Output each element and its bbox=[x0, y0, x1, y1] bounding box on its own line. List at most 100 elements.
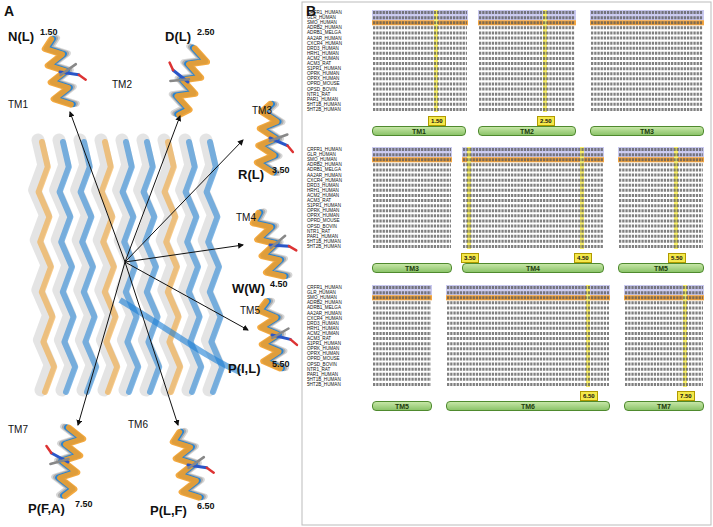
protein-name: S1PR1_HUMAN bbox=[307, 341, 341, 346]
sequence-residues bbox=[373, 103, 467, 106]
protein-name: S1PR1_HUMAN bbox=[307, 66, 341, 71]
position-tag: 2.50 bbox=[537, 116, 555, 126]
sequence-residues bbox=[479, 21, 575, 24]
protein-name: DRD3_HUMAN bbox=[307, 46, 339, 51]
sequence-residues bbox=[373, 373, 431, 376]
protein-name: OPRK_HUMAN bbox=[307, 71, 339, 76]
sequence-residues bbox=[373, 342, 431, 345]
sequence-residues bbox=[463, 194, 603, 197]
residue-label: P(L,F) bbox=[150, 504, 187, 517]
helix-label: TM4 bbox=[236, 213, 256, 223]
residue-label: P(I,L) bbox=[228, 362, 261, 375]
sequence-residues bbox=[463, 148, 603, 151]
sequence-residues bbox=[591, 57, 703, 60]
protein-name: ACM2_HUMAN bbox=[307, 193, 339, 198]
residue-stick bbox=[290, 339, 297, 346]
helix-label: TM7 bbox=[657, 403, 671, 410]
residue-stick bbox=[50, 456, 68, 467]
sequence-residues bbox=[619, 179, 703, 182]
sequence-residues bbox=[591, 88, 703, 91]
sequence-residues bbox=[373, 31, 467, 34]
residue-stick bbox=[59, 64, 77, 75]
sequence-residues bbox=[373, 88, 467, 91]
sequence-residues bbox=[619, 209, 703, 212]
sequence-residues bbox=[625, 317, 703, 320]
protein-name: 5HT2B_HUMAN bbox=[307, 107, 341, 112]
protein-name: NTR1_RAT bbox=[307, 367, 330, 372]
pointer-arrow bbox=[125, 245, 243, 262]
sequence-residues bbox=[373, 42, 467, 45]
sequence-residues bbox=[373, 286, 431, 289]
protein-name: PAR1_HUMAN bbox=[307, 234, 338, 239]
sequence-residues bbox=[373, 204, 451, 207]
sequence-residues bbox=[373, 322, 431, 325]
protein-name: SMO_HUMAN bbox=[307, 20, 337, 25]
drawing-part bbox=[57, 428, 85, 498]
sequence-residues bbox=[373, 296, 431, 299]
protein-name: NTR1_RAT bbox=[307, 92, 330, 97]
protein-name: DRD3_HUMAN bbox=[307, 183, 339, 188]
sequence-residues bbox=[479, 67, 575, 70]
helix-cylinder: TM3 bbox=[372, 263, 452, 273]
sequence-residues bbox=[591, 77, 703, 80]
protein-name: OPRK_HUMAN bbox=[307, 208, 339, 213]
sequence-residues bbox=[625, 322, 703, 325]
sequence-residues bbox=[619, 168, 703, 171]
sequence-residues bbox=[373, 245, 451, 248]
residue-stick bbox=[45, 446, 52, 453]
protein-name: 5HT1B_HUMAN bbox=[307, 102, 341, 107]
sequence-residues bbox=[479, 37, 575, 40]
row-highlight bbox=[446, 285, 610, 290]
sequence-residues bbox=[373, 72, 467, 75]
protein-name: ACM2_HUMAN bbox=[307, 56, 339, 61]
sequence-residues bbox=[447, 286, 609, 289]
sequence-residues bbox=[625, 357, 703, 360]
sequence-residues bbox=[463, 199, 603, 202]
protein-name: GLR_HUMAN bbox=[307, 15, 336, 20]
sequence-residues bbox=[373, 235, 451, 238]
protein-name: OPRD_MOUSE bbox=[307, 356, 340, 361]
helix-label: TM2 bbox=[112, 80, 132, 90]
sequence-residues bbox=[373, 168, 451, 171]
protein-name: GLR_HUMAN bbox=[307, 152, 336, 157]
sequence-residues bbox=[479, 82, 575, 85]
helix-8 bbox=[120, 300, 240, 372]
protein-name: OPRX_HUMAN bbox=[307, 76, 339, 81]
sequence-residues bbox=[373, 153, 451, 156]
helix-label: TM1 bbox=[8, 100, 28, 110]
sequence-residues bbox=[479, 62, 575, 65]
sequence-residues bbox=[479, 72, 575, 75]
protein-name: OPSD_BOVIN bbox=[307, 87, 337, 92]
sequence-residues bbox=[591, 108, 703, 111]
sequence-residues bbox=[373, 57, 467, 60]
sequence-residues bbox=[373, 240, 451, 243]
helix-cylinder: TM6 bbox=[446, 401, 610, 411]
sequence-residues bbox=[373, 291, 431, 294]
sequence-residues bbox=[373, 383, 431, 386]
residue-stick bbox=[79, 74, 86, 81]
helix-cylinder: TM3 bbox=[590, 126, 704, 136]
sequence-residues bbox=[591, 26, 703, 29]
helix-cylinder: TM2 bbox=[478, 126, 576, 136]
conserved-column bbox=[683, 285, 687, 387]
helix-color bbox=[144, 142, 160, 392]
row-highlight bbox=[372, 10, 468, 15]
protein-name: 5HT1B_HUMAN bbox=[307, 377, 341, 382]
sequence-residues bbox=[591, 37, 703, 40]
sequence-residues bbox=[447, 357, 609, 360]
protein-name: OPRD_MOUSE bbox=[307, 218, 340, 223]
sequence-residues bbox=[447, 363, 609, 366]
sequence-residues bbox=[619, 230, 703, 233]
row-highlight bbox=[372, 147, 452, 152]
sequence-residues bbox=[373, 98, 467, 101]
position-tag: 3.50 bbox=[461, 253, 479, 263]
sequence-residues bbox=[591, 82, 703, 85]
sequence-residues bbox=[373, 77, 467, 80]
residue-stick bbox=[207, 467, 214, 474]
helix-inset bbox=[43, 34, 89, 107]
sequence-residues bbox=[463, 184, 603, 187]
helix-cylinder: TM5 bbox=[372, 401, 432, 411]
helix-cylinder: TM4 bbox=[462, 263, 604, 273]
sequence-residues bbox=[373, 357, 431, 360]
